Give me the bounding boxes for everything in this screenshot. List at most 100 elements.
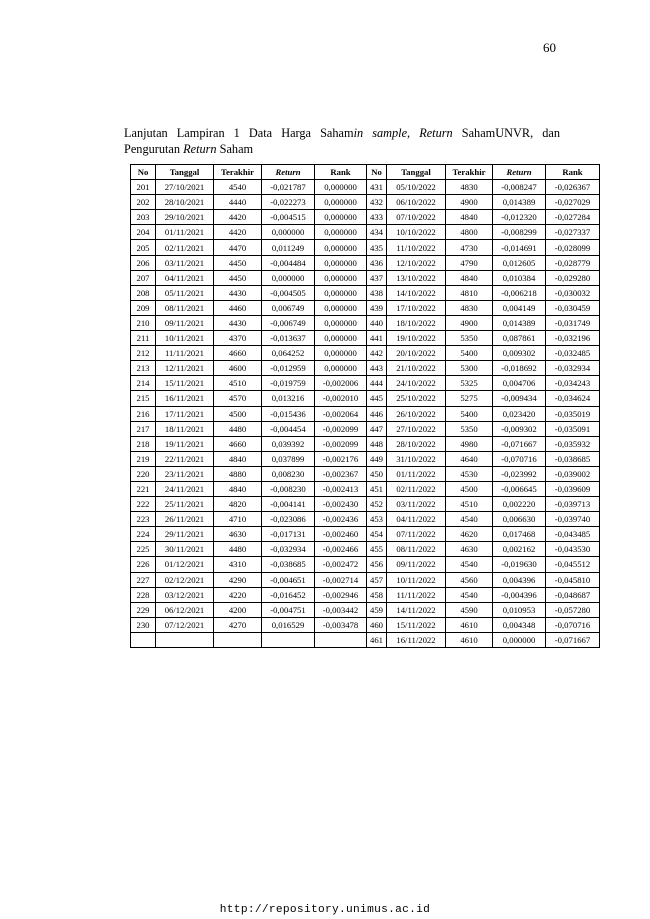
- table-cell: 06/12/2021: [155, 601, 214, 618]
- table-cell: 220: [130, 465, 156, 482]
- table-cell: -0,002176: [314, 450, 367, 467]
- table-cell: -0,008247: [492, 179, 546, 196]
- table-cell: 4510: [213, 375, 262, 392]
- table-cell: 10/11/2022: [386, 571, 446, 588]
- table-cell: -0,009302: [492, 420, 546, 437]
- table-cell: -0,030459: [545, 299, 600, 316]
- table-cell: 19/11/2021: [155, 435, 214, 452]
- header-return: Return: [261, 163, 315, 181]
- table-cell: 461: [366, 631, 387, 649]
- table-cell: 204: [130, 224, 156, 241]
- table-cell: 11/11/2021: [155, 345, 214, 362]
- table-cell: 0,002162: [492, 541, 546, 558]
- table-cell: -0,071667: [545, 631, 600, 649]
- table-cell: 18/10/2022: [386, 314, 446, 332]
- table-cell: 07/11/2022: [386, 526, 446, 543]
- table-cell: 4290: [213, 571, 262, 588]
- table-cell: -0,032485: [545, 345, 600, 362]
- table-cell: -0,012959: [261, 360, 315, 377]
- table-cell: 455: [366, 541, 387, 558]
- table-cell: -0,035019: [545, 405, 600, 422]
- table-cell: 4570: [213, 390, 262, 407]
- table-cell: 4270: [213, 616, 262, 633]
- page-number: 60: [543, 40, 556, 55]
- table-cell: 0,010953: [492, 601, 546, 618]
- table-cell: -0,032196: [545, 330, 600, 347]
- table-cell: 26/11/2021: [155, 511, 214, 528]
- table-cell: 10/10/2022: [386, 224, 446, 241]
- table-cell: 0,009302: [492, 345, 546, 362]
- table-cell: 215: [130, 390, 156, 407]
- table-cell: 5300: [445, 360, 493, 377]
- table-cell: -0,038685: [261, 556, 315, 573]
- table-cell: 4500: [213, 405, 262, 422]
- table-cell: -0,027337: [545, 224, 600, 241]
- table-cell: 4830: [445, 299, 493, 316]
- table-cell: [213, 631, 262, 649]
- table-cell: -0,032934: [545, 360, 600, 377]
- table-cell: -0,004651: [261, 571, 315, 588]
- table-cell: -0,034243: [545, 375, 600, 392]
- table-cell: 4310: [213, 556, 262, 573]
- table-cell: 230: [130, 616, 156, 633]
- table-cell: 431: [366, 179, 387, 196]
- table-cell: -0,030032: [545, 284, 600, 301]
- table-cell: 4510: [445, 496, 493, 513]
- table-cell: 448: [366, 435, 387, 452]
- table-cell: 12/11/2021: [155, 360, 214, 377]
- table-cell: 5400: [445, 405, 493, 422]
- table-cell: 03/11/2021: [155, 254, 214, 271]
- table-cell: -0,039002: [545, 465, 600, 482]
- table-cell: 0,000000: [261, 269, 315, 286]
- header-rank-2: Rank: [545, 163, 600, 181]
- table-cell: 209: [130, 299, 156, 316]
- table-cell: 4630: [445, 541, 493, 558]
- table-cell: 4540: [445, 511, 493, 528]
- table-cell: 4820: [213, 496, 262, 513]
- header-tanggal-2: Tanggal: [386, 163, 446, 181]
- table-cell: -0,029280: [545, 269, 600, 286]
- table-cell: 4840: [213, 450, 262, 467]
- table-cell: 4530: [445, 465, 493, 482]
- table-cell: 02/11/2021: [155, 239, 214, 256]
- table-cell: 4980: [445, 435, 493, 452]
- table-cell: 25/11/2021: [155, 496, 214, 513]
- table-cell: 219: [130, 450, 156, 467]
- table-cell: 0,039392: [261, 435, 315, 452]
- table-cell: -0,027029: [545, 194, 600, 211]
- table-cell: 23/11/2021: [155, 465, 214, 482]
- table-cell: -0,004396: [492, 586, 546, 603]
- table-cell: 01/12/2021: [155, 556, 214, 573]
- table-cell: 14/11/2022: [386, 601, 446, 618]
- table-cell: 0,000000: [314, 345, 367, 362]
- table-cell: 229: [130, 601, 156, 618]
- table-cell: 01/11/2022: [386, 465, 446, 482]
- table-cell: 15/11/2021: [155, 375, 214, 392]
- table-cell: 12/10/2022: [386, 254, 446, 271]
- table-cell: 0,004348: [492, 616, 546, 633]
- table-cell: 4500: [445, 480, 493, 498]
- table-cell: 208: [130, 284, 156, 301]
- table-cell: 4730: [445, 239, 493, 256]
- table-cell: 4460: [213, 299, 262, 316]
- table-cell: 0,000000: [314, 209, 367, 226]
- table-cell: -0,002413: [314, 480, 367, 498]
- table-cell: 216: [130, 405, 156, 422]
- table-cell: 224: [130, 526, 156, 543]
- table-cell: 435: [366, 239, 387, 256]
- table-cell: 221: [130, 480, 156, 498]
- table-cell: 4540: [213, 179, 262, 196]
- table-cell: -0,002010: [314, 390, 367, 407]
- header-return-2: Return: [492, 163, 546, 181]
- table-cell: -0,003478: [314, 616, 367, 633]
- table-cell: 4620: [445, 526, 493, 543]
- table-cell: 0,023420: [492, 405, 546, 422]
